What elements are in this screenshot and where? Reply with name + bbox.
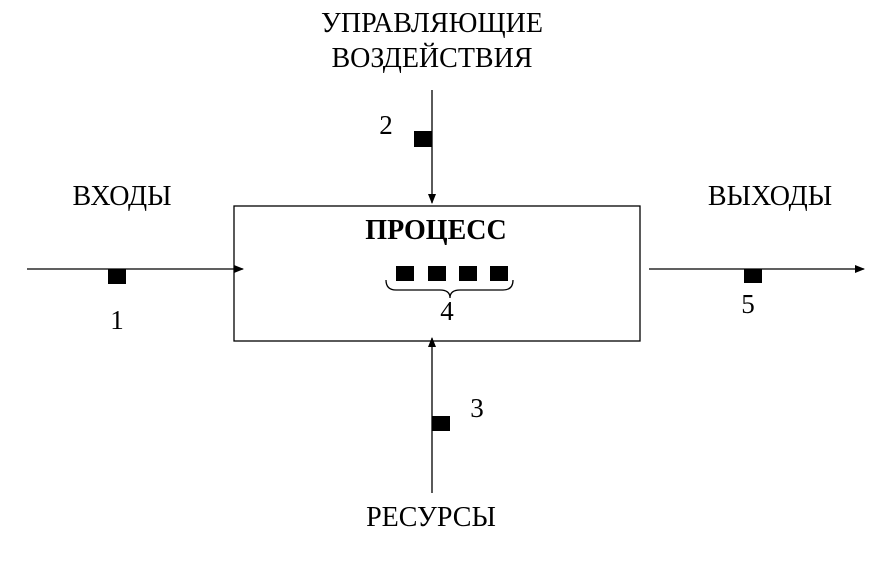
- outputs-label: ВЫХОДЫ: [708, 181, 832, 212]
- input-marker-number: 1: [110, 305, 124, 335]
- control-label-line1: УПРАВЛЯЮЩИЕ: [321, 8, 543, 39]
- input-marker-square: [108, 269, 126, 284]
- internal-square-2: [428, 266, 446, 281]
- internal-square-3: [459, 266, 477, 281]
- internal-brace: [385, 279, 514, 299]
- process-title: ПРОЦЕСС: [365, 215, 506, 246]
- internal-square-4: [490, 266, 508, 281]
- control-marker-number: 2: [379, 110, 393, 140]
- resources-label: РЕСУРСЫ: [366, 502, 496, 533]
- process-box: [233, 205, 641, 342]
- inputs-label: ВХОДЫ: [72, 181, 171, 212]
- control-marker-square: [414, 131, 432, 147]
- output-marker-square: [744, 269, 762, 283]
- internal-marker-number: 4: [440, 296, 454, 326]
- resource-marker-number: 3: [470, 393, 484, 423]
- output-marker-number: 5: [741, 289, 755, 319]
- resource-marker-square: [432, 416, 450, 431]
- internal-square-1: [396, 266, 414, 281]
- control-label-line2: ВОЗДЕЙСТВИЯ: [332, 43, 533, 74]
